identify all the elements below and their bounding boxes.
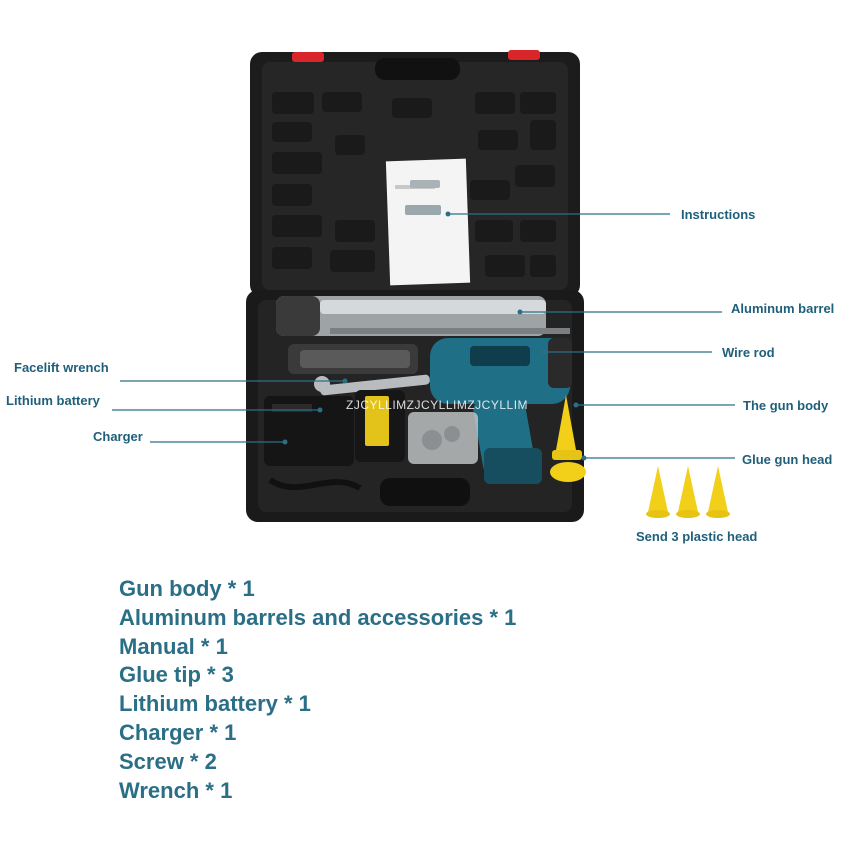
gun-body	[430, 338, 572, 484]
callout-charger: Charger	[93, 429, 143, 444]
barrel-spring	[288, 344, 418, 374]
lithium-battery	[355, 390, 405, 462]
charger	[264, 396, 362, 491]
case-latch-right	[508, 50, 540, 60]
list-item: Aluminum barrels and accessories * 1	[119, 604, 517, 630]
callout-gun-body: The gun body	[743, 398, 829, 413]
callout-lithium-battery: Lithium battery	[6, 393, 100, 408]
list-item: Gun body * 1	[119, 576, 255, 601]
list-item: Glue tip * 3	[119, 662, 234, 688]
case-latch-left	[292, 52, 324, 62]
list-item: Manual * 1	[119, 633, 228, 659]
plastic-tips	[646, 466, 730, 518]
callout-instructions: Instructions	[681, 207, 756, 222]
list-item: Charger * 1	[119, 719, 237, 745]
list-item: Lithium battery * 1	[119, 691, 311, 717]
aluminum-barrel	[276, 296, 546, 336]
wire-rod	[330, 328, 570, 334]
package-contents-list: Gun body * 1 Aluminum barrels and access…	[119, 575, 516, 805]
list-item: Screw * 2	[119, 748, 217, 774]
callout-lines	[112, 213, 735, 459]
callout-glue-gun-head: Glue gun head	[742, 452, 833, 467]
plastic-tip	[708, 466, 728, 512]
plastic-tip	[648, 466, 668, 512]
list-item: Wrench * 1	[119, 777, 233, 803]
wrench	[314, 374, 430, 396]
callout-facelift-wrench: Facelift wrench	[14, 360, 109, 375]
instruction-manual	[385, 158, 471, 286]
callout-plastic-heads: Send 3 plastic head	[636, 529, 758, 544]
callout-dots	[282, 211, 587, 461]
callout-wire-rod: Wire rod	[722, 345, 775, 360]
callout-aluminum-barrel: Aluminum barrel	[731, 301, 835, 316]
watermark-text: ZJCYLLIMZJCYLLIMZJCYLLIM	[346, 398, 529, 412]
glue-gun-head	[550, 395, 586, 482]
screws-bag	[408, 412, 478, 464]
plastic-tip	[678, 466, 698, 512]
